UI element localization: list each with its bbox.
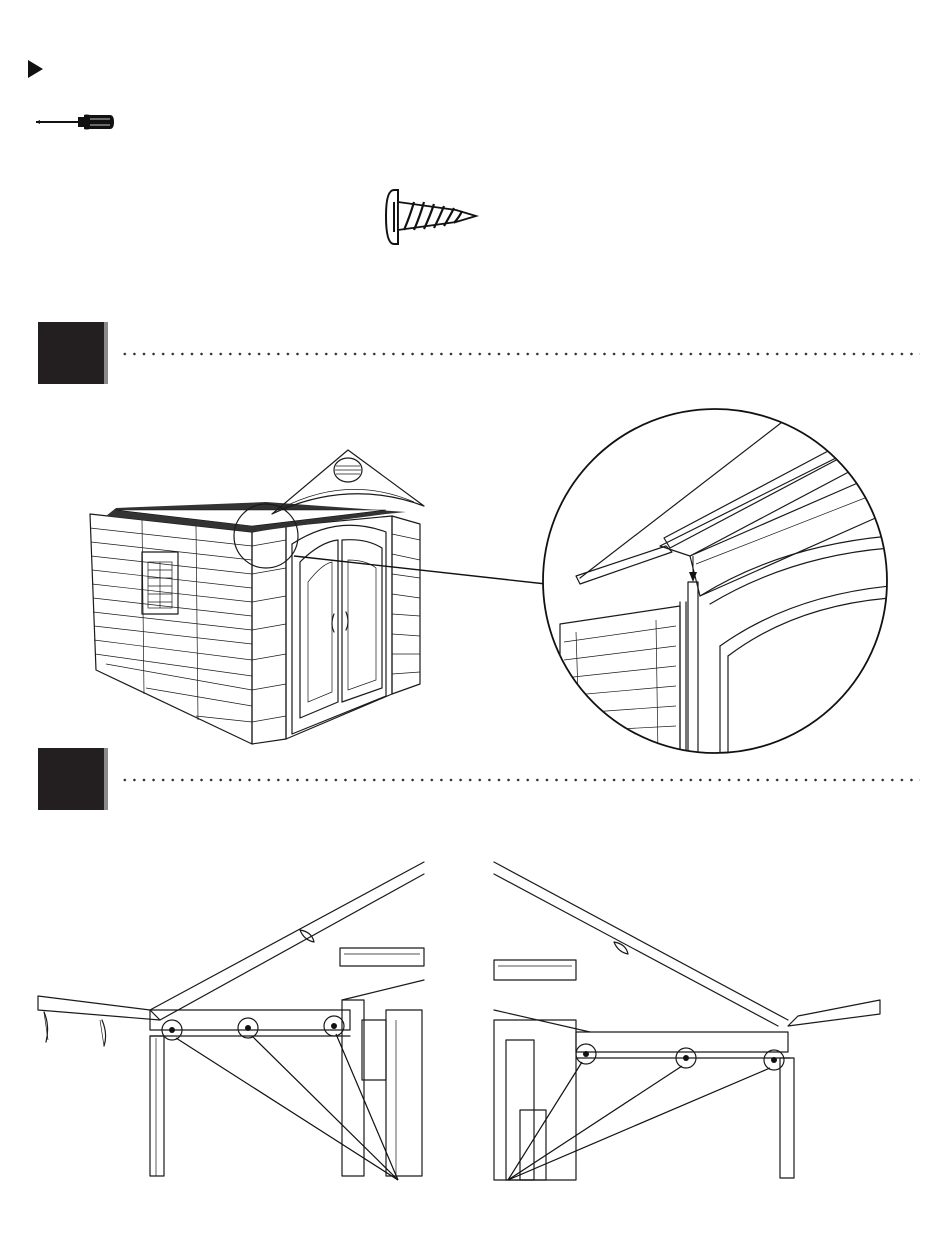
- step-b-badge: [38, 748, 104, 810]
- play-triangle-icon: [26, 58, 46, 80]
- shed-overview-illustration: [86, 444, 426, 754]
- ridge-detail-magnifier: [540, 406, 890, 756]
- step-b-dotted-rule: [120, 778, 920, 782]
- step-a-dotted-rule: [120, 352, 920, 356]
- left-gable-interior: [36, 860, 436, 1200]
- pan-head-screw-icon: [384, 188, 484, 248]
- step-a-badge: [38, 322, 104, 384]
- right-gable-interior: [490, 860, 890, 1200]
- phillips-screwdriver-icon: [34, 112, 124, 132]
